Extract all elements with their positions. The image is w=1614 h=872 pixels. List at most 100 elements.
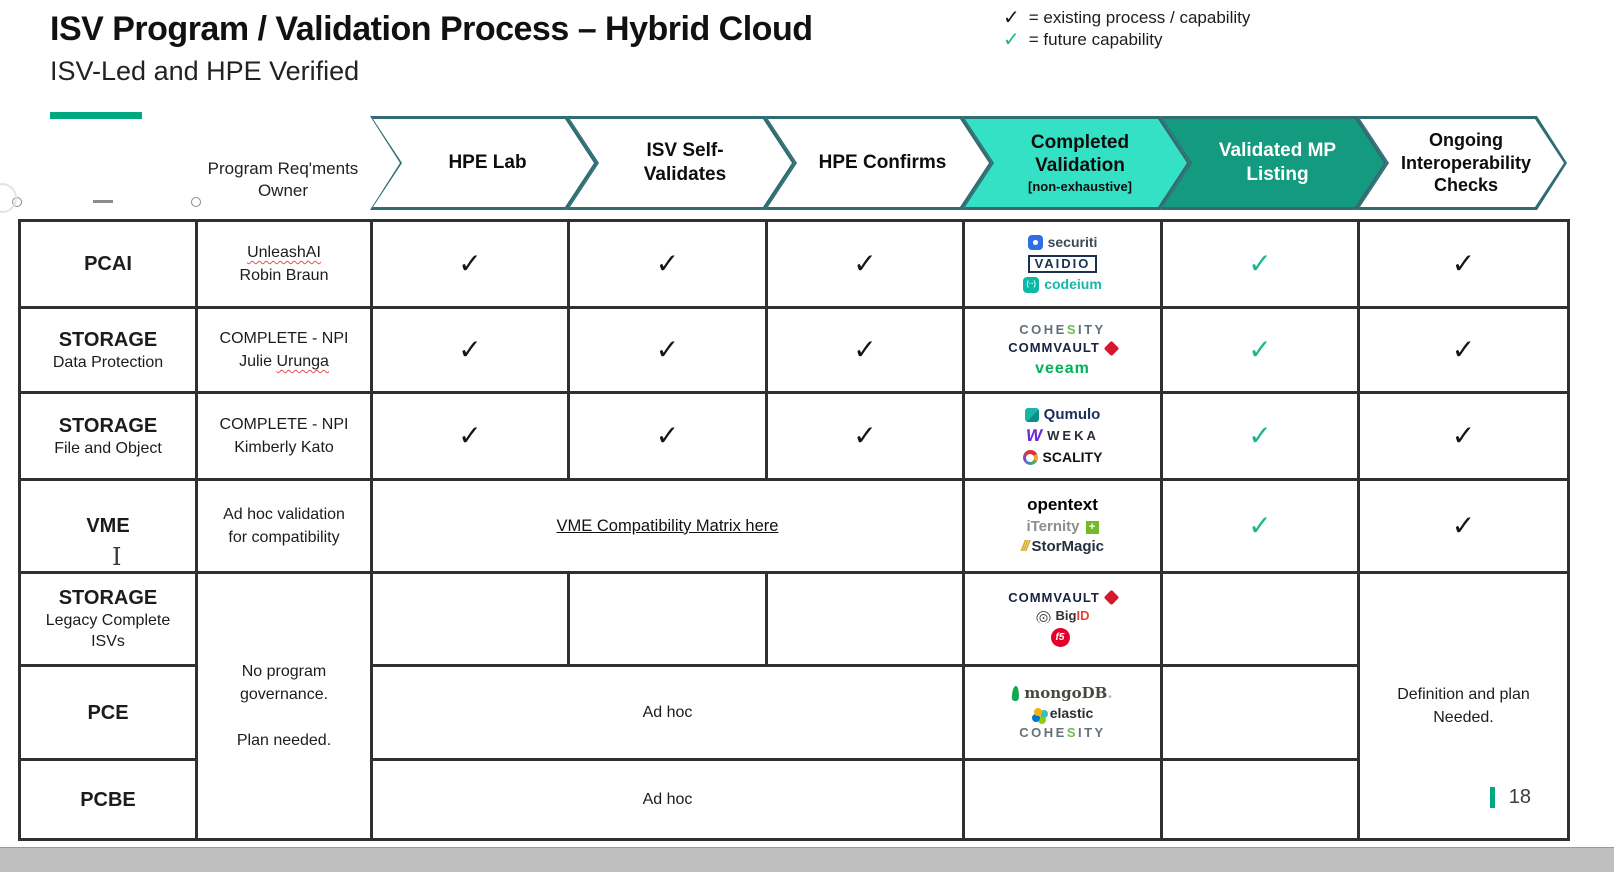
scality-icon bbox=[1022, 450, 1038, 466]
legend-existing: ✓ = existing process / capability bbox=[1003, 8, 1250, 28]
vaidio-logo-text: VAIDIO bbox=[1034, 255, 1091, 271]
category-label: STORAGE bbox=[58, 414, 158, 437]
category-sublabel: File and Object bbox=[54, 439, 162, 457]
scality-logo-text: SCALITY bbox=[1042, 448, 1103, 465]
arrow-fill bbox=[373, 119, 594, 207]
stormagic-icon: /// bbox=[1020, 538, 1029, 556]
step-label: Ongoing Interoperability Checks bbox=[1400, 130, 1532, 196]
legend-future-label: = future capability bbox=[1028, 30, 1163, 49]
step-label: HPE Lab bbox=[448, 152, 527, 174]
check-cell-validated-mp: ✓ bbox=[1160, 306, 1360, 394]
category-sublabel: Legacy Complete ISVs bbox=[45, 612, 171, 650]
ibeam-cursor: I bbox=[112, 543, 122, 571]
artifact-circle bbox=[0, 183, 17, 213]
check-icon: ✓ bbox=[1248, 334, 1272, 365]
check-icon: ✓ bbox=[853, 420, 877, 451]
check-icon: ✓ bbox=[1451, 510, 1476, 541]
check-icon: ✓ bbox=[1451, 248, 1476, 279]
check-cell-validated-mp: ✓ bbox=[1160, 219, 1360, 309]
check-icon: ✓ bbox=[1248, 248, 1272, 279]
table-row-storage-file-object: STORAGE File and Object COMPLETE - NPI Ki… bbox=[18, 391, 1570, 481]
weka-icon: W bbox=[1024, 426, 1044, 446]
page-title: ISV Program / Validation Process – Hybri… bbox=[50, 10, 813, 48]
category-label: VME bbox=[86, 515, 130, 537]
owner-column-header: Program Req'ments Owner bbox=[207, 159, 359, 201]
cohesity-logo-text: COHE bbox=[1019, 724, 1067, 740]
check-icon: ✓ bbox=[458, 420, 482, 451]
qumulo-icon bbox=[1024, 407, 1039, 422]
category-cell: PCAI bbox=[18, 219, 198, 309]
logo-stack: opentext iTernity+ ///StorMagic bbox=[967, 493, 1158, 559]
empty-cell bbox=[1160, 758, 1360, 841]
step-sublabel: [non-exhaustive] bbox=[1027, 179, 1132, 195]
vme-compatibility-link[interactable]: VME Compatibility Matrix here bbox=[556, 516, 779, 535]
category-label: STORAGE bbox=[58, 587, 158, 610]
veeam-logo: veeam bbox=[1035, 360, 1090, 378]
owner-line: Robin Braun bbox=[239, 267, 329, 284]
step-ongoing-interoperability: Ongoing Interoperability Checks bbox=[1357, 116, 1567, 210]
owner-line: for compatibility bbox=[228, 529, 340, 546]
step-validated-mp-listing: Validated MP Listing bbox=[1160, 116, 1387, 210]
f5-logo: f5 bbox=[1050, 628, 1075, 648]
check-icon: ✓ bbox=[1451, 334, 1476, 365]
check-cell-isv-self: ✓ bbox=[567, 306, 768, 394]
legend-existing-label: = existing process / capability bbox=[1028, 8, 1251, 27]
page-number-value: 18 bbox=[1508, 786, 1531, 808]
owner-cell: COMPLETE - NPI Kimberly Kato bbox=[195, 391, 373, 481]
commvault-logo: COMMVAULT bbox=[1008, 589, 1120, 606]
check-cell-hpe-confirms: ✓ bbox=[765, 306, 965, 394]
selection-handle bbox=[191, 197, 201, 207]
elastic-logo-text: elastic bbox=[1049, 704, 1094, 721]
iternity-logo: iTernity+ bbox=[1026, 518, 1099, 536]
cohesity-logo-text: COHE bbox=[1019, 321, 1067, 337]
check-cell-ongoing: ✓ bbox=[1357, 219, 1570, 309]
opentext-logo-text: opentext bbox=[1027, 495, 1098, 515]
securiti-logo-text: securiti bbox=[1047, 234, 1098, 251]
check-cell-ongoing: ✓ bbox=[1357, 391, 1570, 481]
category-label: PCAI bbox=[84, 253, 132, 275]
stormagic-logo: ///StorMagic bbox=[1021, 539, 1104, 556]
commvault-logo-text: COMMVAULT bbox=[1008, 589, 1100, 605]
definition-note: Definition and plan Needed. bbox=[1397, 685, 1530, 726]
commvault-icon bbox=[1103, 340, 1120, 357]
check-cell-ongoing: ✓ bbox=[1357, 478, 1570, 574]
step-completed-validation: Completed Validation[non-exhaustive] bbox=[962, 116, 1190, 210]
check-cell-validated-mp: ✓ bbox=[1160, 478, 1360, 574]
check-icon: ✓ bbox=[458, 334, 482, 365]
cohesity-logo-text: ITY bbox=[1078, 321, 1106, 337]
check-cell-hpe-confirms: ✓ bbox=[765, 391, 965, 481]
step-isv-self-validates: ISV Self- Validates bbox=[567, 116, 795, 210]
check-icon: ✓ bbox=[458, 248, 482, 279]
page-number: 18 bbox=[1489, 783, 1531, 812]
accent-bar bbox=[50, 112, 142, 119]
commvault-icon bbox=[1103, 590, 1120, 606]
check-future-icon: ✓ bbox=[1003, 29, 1020, 51]
category-label: PCBE bbox=[80, 788, 136, 811]
owner-line: Urunga bbox=[276, 353, 329, 370]
category-label: STORAGE bbox=[58, 328, 158, 351]
check-cell-hpe-confirms: ✓ bbox=[765, 219, 965, 309]
arrow-fill bbox=[570, 119, 792, 207]
check-cell-hpe-lab: ✓ bbox=[370, 219, 570, 309]
table-row-pcbe: PCBE Ad hoc bbox=[18, 758, 1569, 841]
securiti-icon bbox=[1027, 235, 1043, 251]
check-icon: ✓ bbox=[1248, 510, 1272, 541]
opentext-logo: opentext bbox=[1027, 495, 1098, 515]
codeium-logo-text: codeium bbox=[1044, 276, 1102, 293]
empty-cell bbox=[370, 571, 570, 667]
